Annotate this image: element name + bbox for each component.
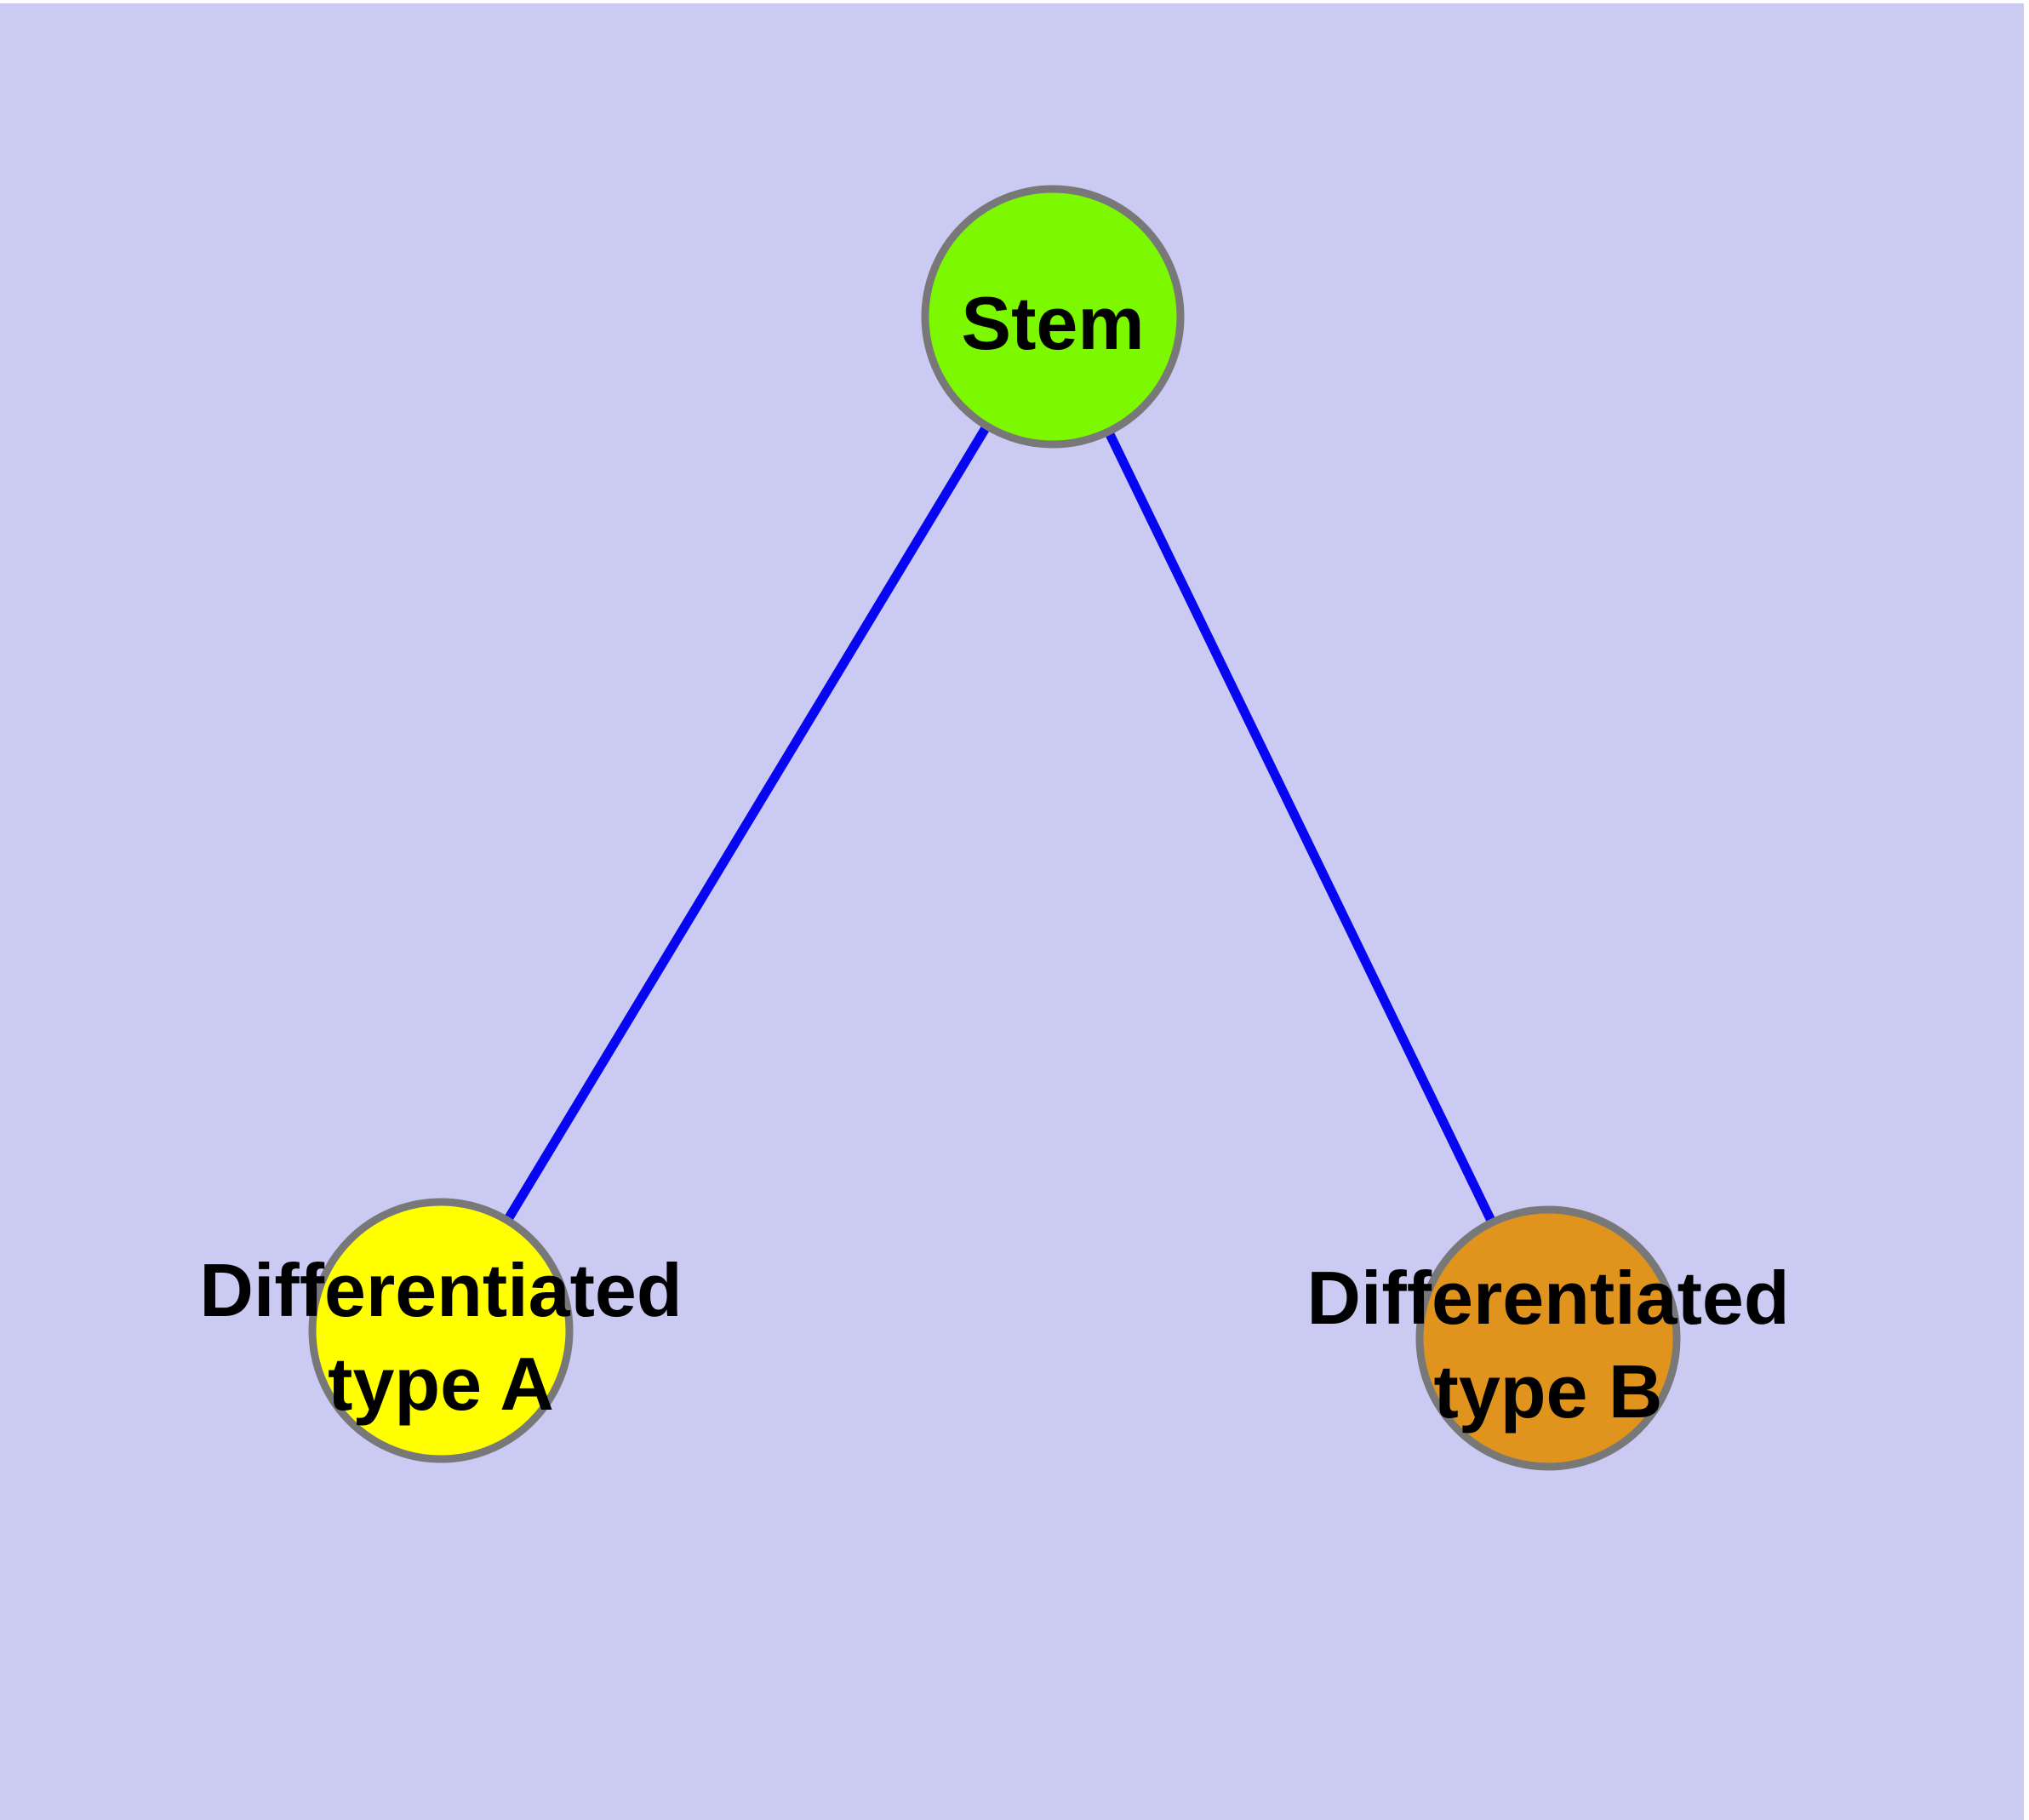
node-typeB-label-line2: type B: [1434, 1349, 1663, 1434]
node-differentiated-type-b: [1415, 1205, 1681, 1471]
node-differentiated-type-a: [308, 1198, 574, 1463]
node-typeA-label-line2: type A: [328, 1342, 554, 1426]
node-typeA-label-line1: Differentiated: [199, 1248, 682, 1332]
edge-stem-to-typeA: [437, 314, 1057, 1333]
edge-stem-to-typeB: [1049, 314, 1552, 1341]
node-stem: [921, 185, 1185, 449]
node-stem-label: Stem: [961, 281, 1144, 365]
node-typeB-label-line1: Differentiated: [1306, 1256, 1789, 1340]
